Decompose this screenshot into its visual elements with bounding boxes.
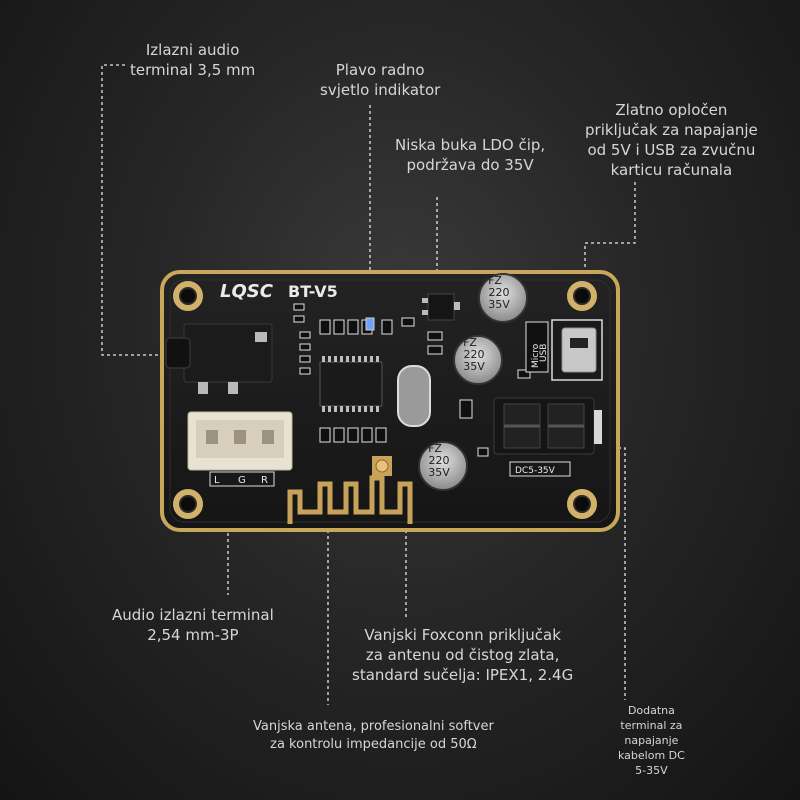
header-pin-g: G [238,475,246,486]
cap1-line3: 35V [488,298,510,311]
callout-antenna-line1: Vanjska antena, profesionalni softver [253,719,494,734]
callout-audio-jack-line1: Izlazni audio [145,41,240,59]
callout-ldo-chip: Niska buka LDO čip, podržava do 35V [395,135,545,175]
callout-header-line1: Audio izlazni terminal [112,606,274,624]
header-pin-r: R [261,475,268,486]
callout-dc-line5: 5-35V [635,764,668,777]
callout-usb-line3: od 5V i USB za zvučnu [587,141,756,159]
leader-usb [584,182,636,295]
board-model: BT-V5 [288,282,338,301]
capacitor-1 [478,273,528,323]
callout-antenna-line2: za kontrolu impedancije od 50Ω [270,737,477,752]
micro-usb-port [525,319,603,381]
blue-led-indicator [365,317,375,331]
audio-jack-3-5mm [165,323,273,394]
dc-silk-label: DC5-35V [515,466,556,476]
usb-silk-micro: Micro [531,343,541,368]
ipex-antenna-connector [372,456,392,476]
callout-audio-jack: Izlazni audio terminal 3,5 mm [130,40,255,80]
usb-silk-usb: USB [539,344,549,362]
cap1-line2: 220 [489,286,510,299]
callout-ipex-line2: za antenu od čistog zlata, [365,646,560,664]
callout-header-3p: Audio izlazni terminal 2,54 mm-3P [112,605,274,645]
cap1-line1: FZ [488,274,502,287]
callout-led-indicator: Plavo radno svjetlo indikator [320,60,440,100]
callout-ipex-connector: Vanjski Foxconn priključak za antenu od … [352,625,573,685]
callout-dc-line2: terminal za [620,719,683,732]
callout-dc-line4: kabelom DC [618,749,685,762]
cap3-line3: 35V [428,466,450,479]
callout-audio-jack-line2: terminal 3,5 mm [130,61,256,79]
callout-ipex-line1: Vanjski Foxconn priključak [364,626,561,644]
cap2-line2: 220 [464,348,485,361]
callout-usb-line1: Zlatno opločen [615,101,728,119]
callout-led-line2: svjetlo indikator [320,81,441,99]
callout-ldo-line2: podržava do 35V [406,156,534,174]
capacitor-2 [453,335,503,385]
callout-antenna: Vanjska antena, profesionalni softver za… [253,718,494,754]
callout-dc-terminal: Dodatna terminal za napajanje kabelom DC… [618,703,685,778]
callout-ipex-line3: standard sučelja: IPEX1, 2.4G [352,666,574,684]
cap2-line1: FZ [463,336,477,349]
capacitor-3 [418,441,468,491]
callout-dc-line1: Dodatna [627,704,675,717]
bluetooth-audio-board: LQSC BT-V5 L G R [160,270,620,535]
dc-screw-terminal [493,397,602,477]
callout-usb-power: Zlatno opločen priključak za napajanje o… [585,100,758,180]
callout-dc-line3: napajanje [624,734,679,747]
crystal-oscillator [397,365,431,427]
header-3p-connector [187,411,293,487]
callout-usb-line2: priključak za napajanje [585,121,758,139]
main-bluetooth-chip [319,356,383,412]
callout-header-line2: 2,54 mm-3P [147,626,239,644]
leader-audio-jack [101,64,190,356]
callout-led-line1: Plavo radno [335,61,425,79]
callout-ldo-line1: Niska buka LDO čip, [395,136,546,154]
callout-usb-line4: karticu računala [610,161,733,179]
board-brand: LQSC [220,281,274,302]
ldo-regulator-chip [422,293,460,321]
header-pin-l: L [214,475,220,486]
pcb-antenna-trace [287,475,413,524]
cap3-line1: FZ [428,442,442,455]
cap3-line2: 220 [429,454,450,467]
cap2-line3: 35V [463,360,485,373]
